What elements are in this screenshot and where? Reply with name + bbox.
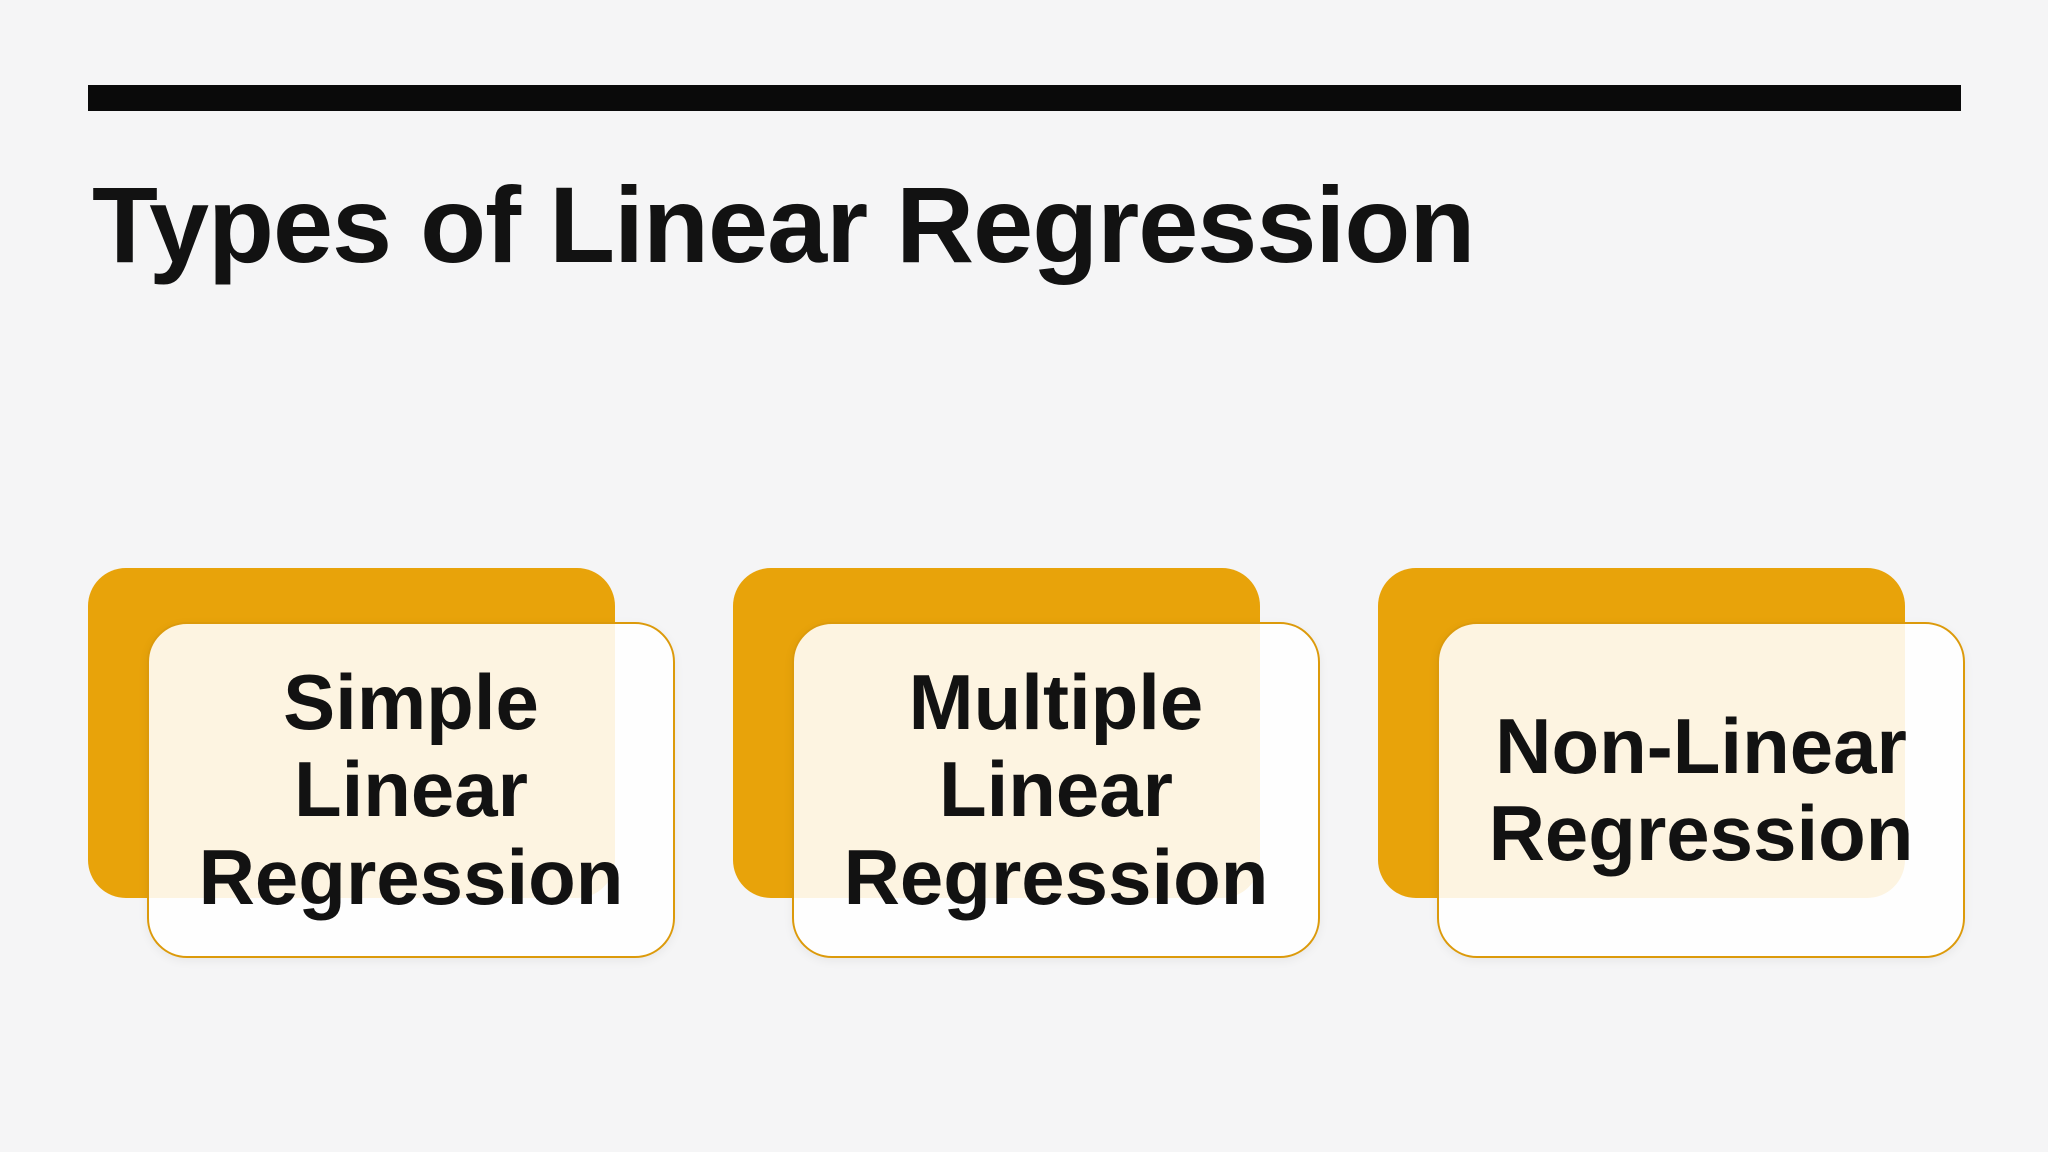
card-label-line: Regression xyxy=(843,832,1269,921)
top-divider-bar xyxy=(88,85,1961,111)
page-title: Types of Linear Regression xyxy=(92,164,1475,285)
card-label-line: Regression xyxy=(1488,789,1914,877)
card-front-panel: Non-Linear Regression xyxy=(1437,622,1965,958)
card-label-line: Linear xyxy=(293,745,529,834)
card-non-linear-regression: Non-Linear Regression xyxy=(1378,568,1965,958)
card-label-line: Simple xyxy=(283,657,539,746)
card-label-line: Linear xyxy=(938,745,1174,834)
card-front-panel: Multiple Linear Regression xyxy=(792,622,1320,958)
card-multiple-linear-regression: Multiple Linear Regression xyxy=(733,568,1320,958)
card-label-line: Non-Linear xyxy=(1495,701,1907,790)
card-front-panel: Simple Linear Regression xyxy=(147,622,675,958)
card-label-line: Regression xyxy=(198,832,624,921)
card-simple-linear-regression: Simple Linear Regression xyxy=(88,568,675,958)
card-label-line: Multiple xyxy=(908,657,1204,746)
